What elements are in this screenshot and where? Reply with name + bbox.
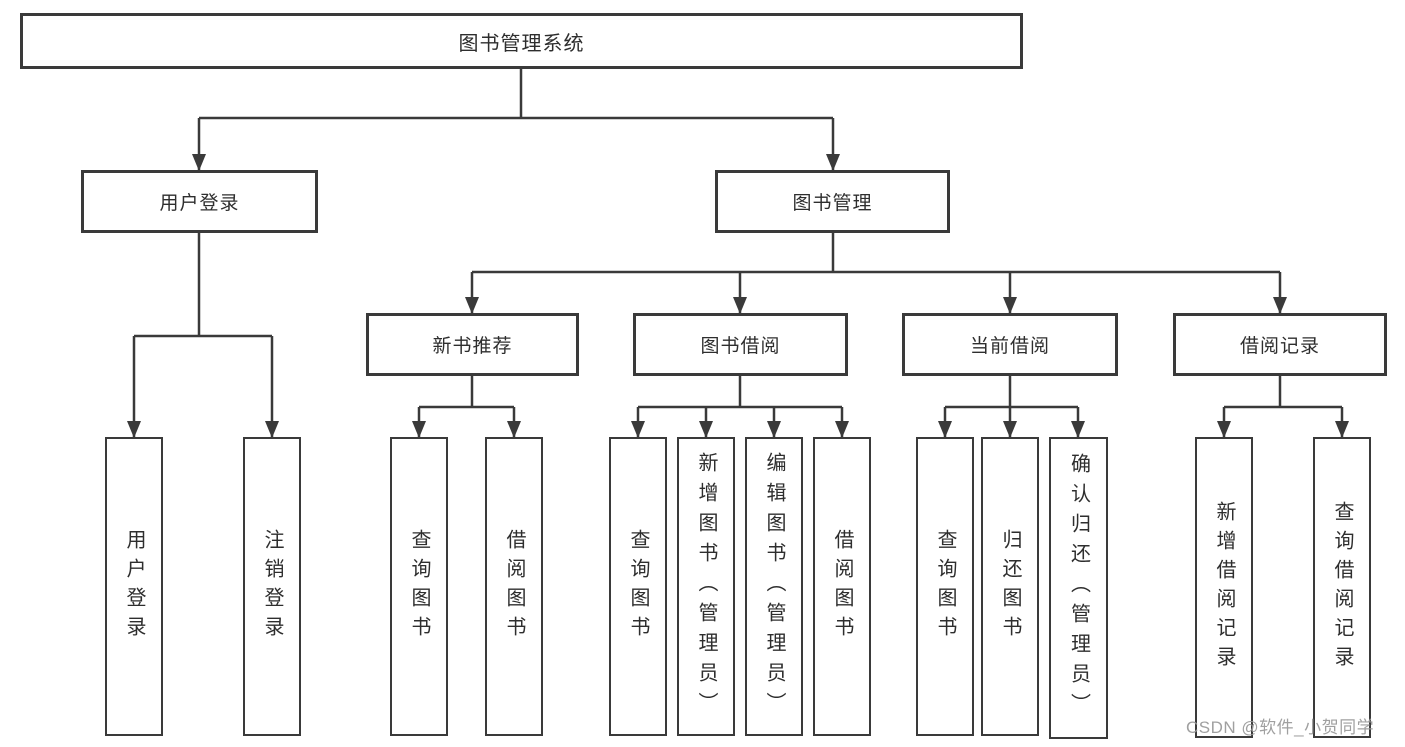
connector-current-to-leaves <box>938 376 1085 438</box>
node-new-book-recommend-label: 新书推荐 <box>432 336 513 357</box>
leaf-current-query-books-label: 查询图书 <box>934 528 956 645</box>
leaf-current-query-books: 查询图书 <box>916 437 974 736</box>
node-book-borrow: 图书借阅 <box>633 313 848 376</box>
connector-user-login-to-leaves <box>127 233 279 438</box>
leaf-recommend-query-books: 查询图书 <box>390 437 448 736</box>
leaf-borrow-query-books: 查询图书 <box>609 437 667 736</box>
leaf-current-confirm-return-admin-label: 确认归还（管理员） <box>1067 453 1090 723</box>
node-current-borrow-label: 当前借阅 <box>969 336 1050 357</box>
watermark-text: CSDN @软件_小贺同学 <box>1186 718 1375 737</box>
leaf-current-return-books: 归还图书 <box>981 437 1039 736</box>
connector-borrow-to-leaves <box>631 376 849 438</box>
leaf-logout-label: 注销登录 <box>261 528 283 645</box>
node-borrow-records: 借阅记录 <box>1173 313 1387 376</box>
node-new-book-recommend: 新书推荐 <box>366 313 579 376</box>
leaf-borrow-add-books-admin: 新增图书（管理员） <box>677 437 735 736</box>
leaf-records-add-record-label: 新增借阅记录 <box>1213 500 1235 675</box>
leaf-recommend-borrow-books-label: 借阅图书 <box>503 528 525 645</box>
leaf-borrow-edit-books-admin: 编辑图书（管理员） <box>745 437 803 736</box>
node-user-login-group-label: 用户登录 <box>159 193 240 214</box>
connector-root-to-level2 <box>192 69 840 171</box>
connector-book-management-to-level3 <box>465 233 1287 314</box>
node-root-label: 图书管理系统 <box>458 32 585 55</box>
leaf-borrow-edit-books-admin-label: 编辑图书（管理员） <box>763 451 785 722</box>
node-root-system: 图书管理系统 <box>20 13 1023 69</box>
node-borrow-records-label: 借阅记录 <box>1239 336 1320 357</box>
leaf-recommend-query-books-label: 查询图书 <box>408 528 430 645</box>
leaf-records-query-record-label: 查询借阅记录 <box>1331 500 1353 675</box>
leaf-current-return-books-label: 归还图书 <box>999 528 1021 645</box>
leaf-records-add-record: 新增借阅记录 <box>1195 437 1253 738</box>
connector-records-to-leaves <box>1217 376 1349 438</box>
leaf-borrow-add-books-admin-label: 新增图书（管理员） <box>695 451 717 722</box>
node-user-login-group: 用户登录 <box>81 170 318 233</box>
connector-recommend-to-leaves <box>412 376 521 438</box>
leaf-borrow-borrow-books-label: 借阅图书 <box>831 528 853 645</box>
leaf-recommend-borrow-books: 借阅图书 <box>485 437 543 736</box>
leaf-user-login: 用户登录 <box>105 437 163 736</box>
leaf-borrow-query-books-label: 查询图书 <box>627 528 649 645</box>
leaf-borrow-borrow-books: 借阅图书 <box>813 437 871 736</box>
node-book-management-group: 图书管理 <box>715 170 950 233</box>
leaf-logout: 注销登录 <box>243 437 301 736</box>
leaf-current-confirm-return-admin: 确认归还（管理员） <box>1049 437 1108 739</box>
node-current-borrow: 当前借阅 <box>902 313 1118 376</box>
node-book-borrow-label: 图书借阅 <box>700 336 781 357</box>
node-book-management-group-label: 图书管理 <box>792 193 873 214</box>
leaf-user-login-label: 用户登录 <box>123 528 145 645</box>
leaf-records-query-record: 查询借阅记录 <box>1313 437 1371 738</box>
